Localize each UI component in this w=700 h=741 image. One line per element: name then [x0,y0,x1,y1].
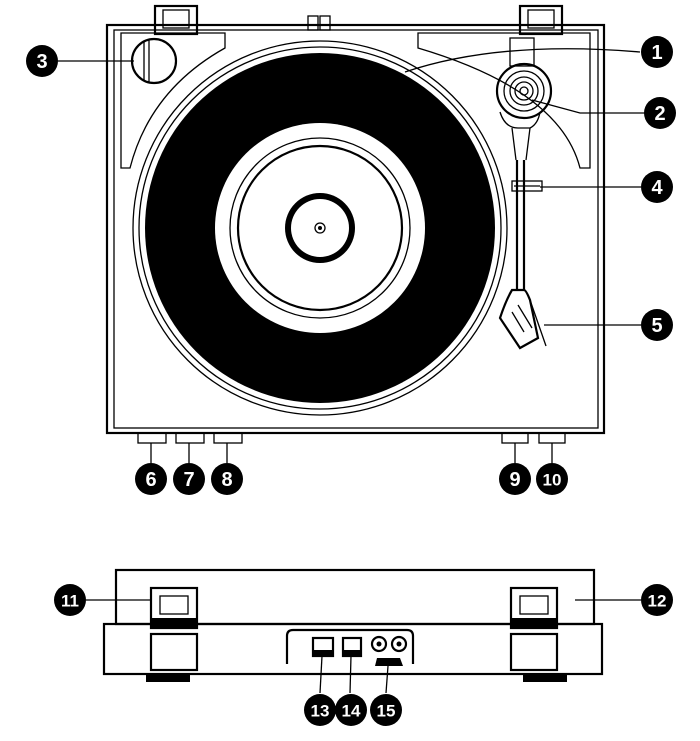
front-button-10 [539,433,565,443]
adapter-45rpm [132,39,176,83]
callout-13-label: 13 [311,702,330,721]
callout-13: 13 [304,694,336,726]
callout-8-label: 8 [221,469,232,491]
callout-3-label: 3 [36,51,47,73]
callout-4-label: 4 [651,177,663,199]
callout-5-label: 5 [651,315,662,337]
switch-13 [313,638,333,656]
callout-6: 6 [135,463,167,495]
platter [133,41,507,415]
front-buttons [138,433,565,443]
callout-12-label: 12 [648,592,667,611]
callout-10-label: 10 [543,471,562,490]
rca-jacks [372,637,406,651]
foot-left [146,674,190,682]
callout-11-label: 11 [61,592,79,611]
front-button-7 [176,433,204,443]
front-button-6 [138,433,166,443]
rear-hinge-right [511,588,557,670]
headshell [500,290,546,348]
callout-2-label: 2 [654,103,665,125]
callout-14: 14 [335,694,367,726]
front-button-8 [214,433,242,443]
front-button-9 [502,433,528,443]
callout-11: 11 [54,584,86,616]
callout-14-label: 14 [342,702,361,721]
callout-8: 8 [211,463,243,495]
leader-15 [386,666,388,693]
callout-4: 4 [641,171,673,203]
callout-7-label: 7 [183,469,194,491]
callout-15-label: 15 [377,702,396,721]
top-center-tabs [308,16,330,30]
callout-1-label: 1 [651,42,662,64]
callout-9: 9 [499,463,531,495]
callout-12: 12 [641,584,673,616]
callout-3: 3 [26,45,58,77]
rear-connector-panel [287,630,413,666]
usb-port [375,658,403,666]
tonearm-assembly [497,38,551,348]
callout-9-label: 9 [509,469,520,491]
switch-14 [343,638,361,656]
callout-10: 10 [536,463,568,495]
callout-5: 5 [641,309,673,341]
callout-2: 2 [644,97,676,129]
rear-base [104,624,602,674]
turntable-rear-view [104,570,602,682]
leader-14 [350,656,351,693]
callout-15: 15 [370,694,402,726]
foot-right [523,674,567,682]
callout-7: 7 [173,463,205,495]
turntable-top-view [107,6,604,443]
counterweight [497,64,551,118]
callout-6-label: 6 [145,469,156,491]
callout-1: 1 [641,36,673,68]
rear-hinge-left [151,588,197,670]
